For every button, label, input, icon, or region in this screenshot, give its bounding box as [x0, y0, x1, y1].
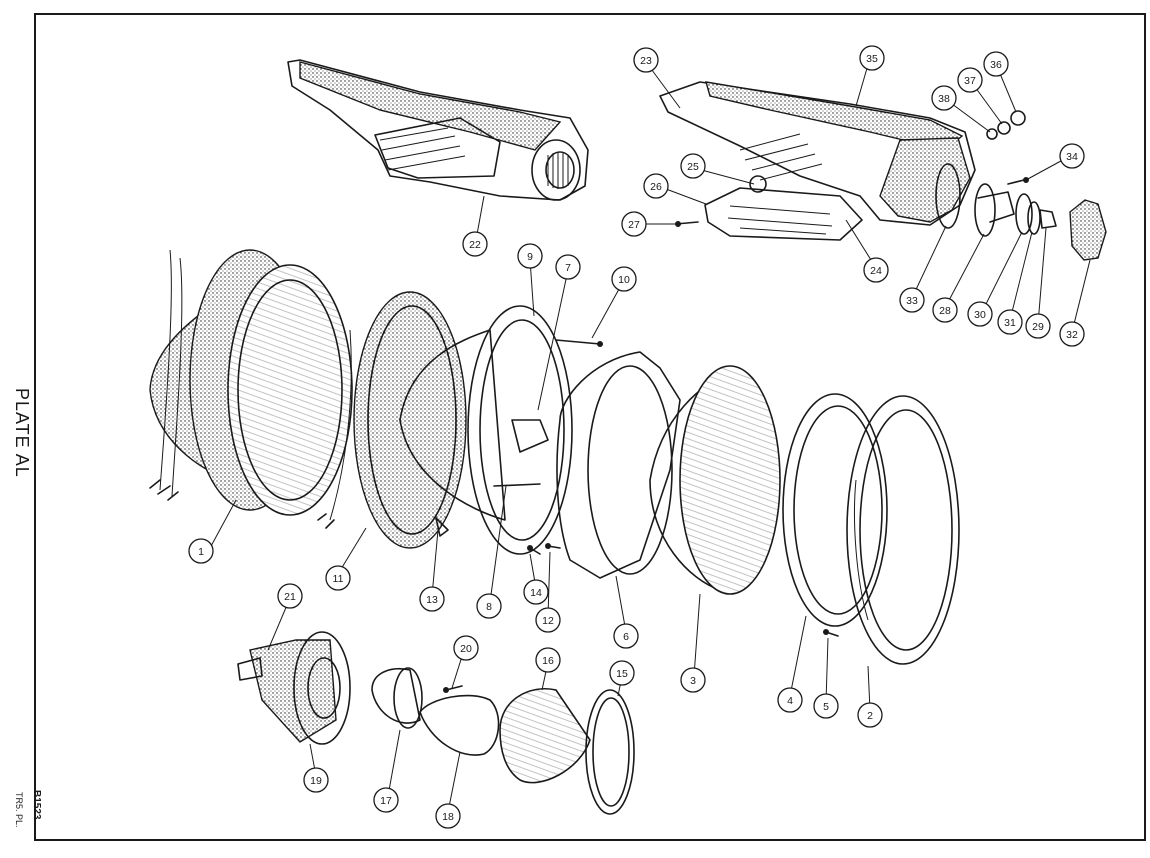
- callout-label: 11: [333, 573, 344, 585]
- reference-subcode: TR5. PL.: [14, 792, 24, 828]
- callout-label: 6: [623, 631, 629, 643]
- callout-4: 4: [777, 687, 803, 713]
- callout-label: 36: [990, 59, 1002, 71]
- callout-2: 2: [857, 702, 883, 728]
- callout-31: 31: [997, 309, 1023, 335]
- callout-17: 17: [373, 787, 399, 813]
- callout-label: 28: [939, 305, 951, 317]
- callout-3: 3: [680, 667, 706, 693]
- callout-label: 27: [628, 219, 640, 231]
- callout-26: 26: [643, 173, 669, 199]
- callout-label: 33: [906, 295, 918, 307]
- callout-12: 12: [535, 607, 561, 633]
- callout-6: 6: [613, 623, 639, 649]
- callout-label: 21: [284, 591, 296, 603]
- callout-13: 13: [419, 586, 445, 612]
- callout-14: 14: [523, 579, 549, 605]
- callout-label: 35: [866, 53, 878, 65]
- callout-label: 37: [964, 75, 976, 87]
- headlamp-complete-1: [149, 249, 353, 516]
- callout-21: 21: [277, 583, 303, 609]
- callout-label: 31: [1004, 317, 1016, 329]
- reference-code: B1523: [31, 790, 42, 820]
- light-unit-3: [649, 365, 781, 595]
- callout-label: 9: [527, 251, 533, 263]
- small-fixings: [435, 517, 839, 637]
- callout-19: 19: [303, 767, 329, 793]
- retaining-rim-4: [782, 393, 888, 627]
- callout-label: 1: [198, 546, 204, 558]
- callout-label: 17: [380, 795, 392, 807]
- callout-22: 22: [462, 231, 488, 257]
- callout-label: 32: [1066, 329, 1078, 341]
- callout-10: 10: [611, 266, 637, 292]
- callout-label: 3: [690, 675, 696, 687]
- callout-label: 20: [460, 643, 472, 655]
- callout-label: 8: [486, 601, 492, 613]
- plate-border: [34, 13, 1146, 841]
- callout-38: 38: [931, 85, 957, 111]
- callout-35: 35: [859, 45, 885, 71]
- callout-11: 11: [325, 565, 351, 591]
- callout-label: 22: [469, 239, 481, 251]
- callout-33: 33: [899, 287, 925, 313]
- callout-27: 27: [621, 211, 647, 237]
- callout-7: 7: [555, 254, 581, 280]
- callout-1: 1: [188, 538, 214, 564]
- callout-label: 26: [650, 181, 662, 193]
- callout-label: 18: [442, 811, 454, 823]
- finisher-rim-2: [846, 395, 960, 665]
- callout-label: 14: [530, 587, 542, 599]
- callout-23: 23: [633, 47, 659, 73]
- callout-label: 25: [687, 161, 699, 173]
- callout-28: 28: [932, 297, 958, 323]
- callout-label: 16: [542, 655, 554, 667]
- callout-8: 8: [476, 593, 502, 619]
- callout-15: 15: [609, 660, 635, 686]
- callout-label: 12: [542, 615, 554, 627]
- callout-label: 19: [310, 775, 322, 787]
- callout-34: 34: [1059, 143, 1085, 169]
- callout-20: 20: [453, 635, 479, 661]
- callout-label: 30: [974, 309, 986, 321]
- callout-30: 30: [967, 301, 993, 327]
- callout-label: 24: [870, 265, 882, 277]
- headlamp-mounting-shell-6: [556, 351, 681, 579]
- callout-label: 5: [823, 701, 829, 713]
- callout-18: 18: [435, 803, 461, 829]
- callout-16: 16: [535, 647, 561, 673]
- callout-5: 5: [813, 693, 839, 719]
- callout-29: 29: [1025, 313, 1051, 339]
- flasher-lamp-assembly: [237, 631, 635, 815]
- callout-label: 34: [1066, 151, 1078, 163]
- callout-label: 38: [938, 93, 950, 105]
- callout-label: 15: [616, 668, 628, 680]
- callout-24: 24: [863, 257, 889, 283]
- callout-37: 37: [957, 67, 983, 93]
- callout-label: 13: [426, 594, 438, 606]
- callout-9: 9: [517, 243, 543, 269]
- callout-label: 23: [640, 55, 652, 67]
- side-lamp-housing-22: [287, 59, 589, 201]
- plate-title: PLATE AL: [12, 388, 32, 478]
- callout-36: 36: [983, 51, 1009, 77]
- callout-label: 7: [565, 262, 571, 274]
- callout-label: 10: [618, 274, 630, 286]
- callout-label: 4: [787, 695, 793, 707]
- callout-25: 25: [680, 153, 706, 179]
- callout-label: 29: [1032, 321, 1044, 333]
- wing-lamp-assembly: [659, 81, 1107, 261]
- callout-label: 2: [867, 710, 873, 722]
- reflector-shell-9: [399, 305, 603, 555]
- callout-32: 32: [1059, 321, 1085, 347]
